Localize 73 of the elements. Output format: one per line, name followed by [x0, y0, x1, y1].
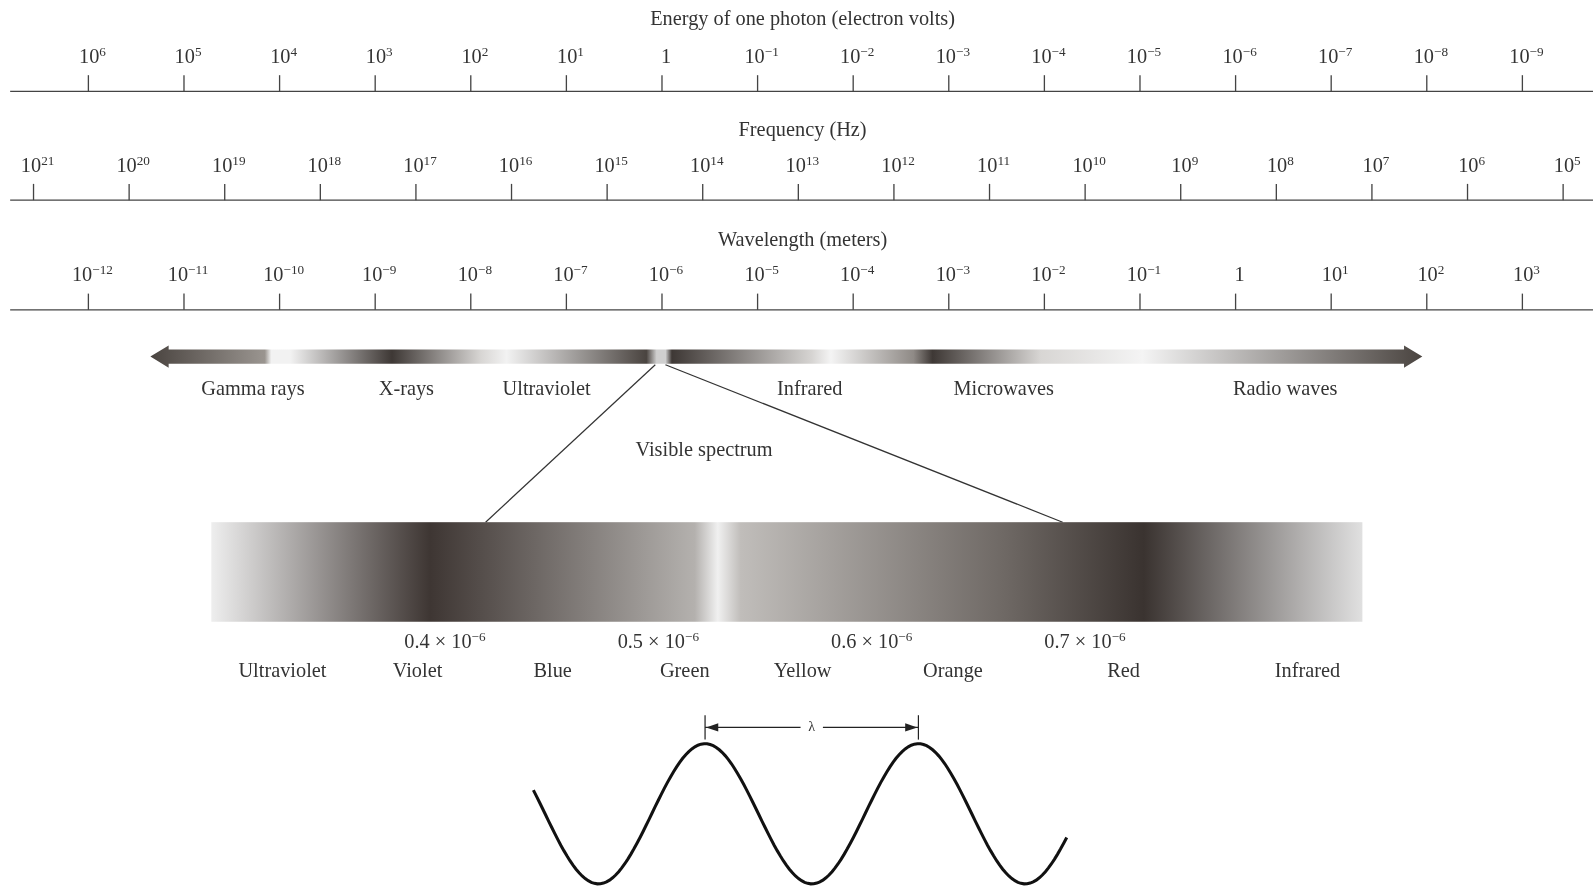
color-label: Red — [1107, 659, 1140, 680]
tick-label: 10$^{17}$ — [403, 154, 437, 175]
tick-label: 10$^{−1}$ — [1126, 264, 1162, 285]
wavelength-value: 0.5 × 10$^{−6}$ — [617, 630, 700, 652]
tick-label: 10$^{13}$ — [785, 154, 820, 175]
band-label: Radio waves — [1232, 377, 1338, 399]
tick-label: 10$^{−3}$ — [935, 264, 971, 285]
tick-label: 10$^{−10}$ — [263, 264, 305, 285]
wavelength-value: 0.6 × 10$^{−6}$ — [831, 630, 913, 652]
tick-label: 10$^{18}$ — [307, 154, 342, 175]
tick-label: 10$^{−7}$ — [553, 264, 588, 285]
tick-label: 10$^{−9}$ — [362, 264, 397, 285]
color-label: Yellow — [773, 659, 832, 680]
color-label: Violet — [392, 659, 443, 680]
tick-label: 10$^{15}$ — [594, 154, 628, 175]
tick-label: 10$^{−6}$ — [1222, 45, 1257, 67]
band-label: Infrared — [777, 377, 843, 399]
color-label: Green — [659, 659, 710, 680]
tick-label: 10$^{5}$ — [174, 45, 202, 67]
tick-label: 10$^{−9}$ — [1509, 45, 1544, 67]
tick-label: 10$^{14}$ — [690, 154, 724, 175]
tick-label: 10$^{−8}$ — [457, 264, 493, 285]
tick-label: 10$^{−2}$ — [840, 45, 875, 67]
color-label: Infrared — [1274, 659, 1341, 680]
tick-label: 10$^{−5}$ — [744, 264, 779, 285]
tick-label: 10$^{3}$ — [1513, 264, 1540, 285]
tick-label: 10$^{−1}$ — [744, 45, 779, 67]
tick-label: 10$^{−7}$ — [1318, 45, 1353, 67]
tick-label: 10$^{11}$ — [977, 154, 1011, 175]
tick-label: 10$^{7}$ — [1362, 154, 1390, 175]
tick-label: 10$^{−2}$ — [1031, 264, 1066, 285]
tick-label: 10$^{−8}$ — [1413, 45, 1449, 67]
axis-title: Frequency (Hz) — [738, 118, 867, 140]
tick-label: 10$^{10}$ — [1072, 154, 1106, 175]
wavelength-value: 0.4 × 10$^{−6}$ — [404, 630, 486, 652]
band-label: Gamma rays — [201, 377, 305, 399]
axis-title: Wavelength (meters) — [717, 228, 888, 249]
tick-label: 10$^{2}$ — [1417, 264, 1445, 285]
wavelength-value: 0.7 × 10$^{−6}$ — [1044, 630, 1126, 652]
tick-label: 10$^{−3}$ — [935, 45, 971, 67]
tick-label: 10$^{16}$ — [498, 154, 533, 175]
color-label: Ultraviolet — [238, 659, 327, 680]
tick-label: 1 — [660, 45, 672, 67]
tick-label: 10$^{1}$ — [1321, 264, 1349, 285]
tick-label: 10$^{12}$ — [881, 154, 915, 175]
tick-label: 10$^{−4}$ — [1031, 45, 1066, 67]
tick-label: 10$^{−11}$ — [167, 264, 209, 285]
tick-label: 10$^{6}$ — [1458, 154, 1486, 175]
tick-label: 1 — [1234, 264, 1245, 285]
axis-title: Energy of one photon (electron volts) — [650, 8, 956, 29]
tick-label: 10$^{8}$ — [1266, 154, 1294, 175]
visible-spectrum-band — [211, 522, 1363, 622]
tick-label: 10$^{6}$ — [79, 45, 106, 67]
color-label: Orange — [923, 659, 983, 680]
tick-label: 10$^{2}$ — [461, 45, 489, 67]
tick-label: 10$^{5}$ — [1553, 154, 1581, 175]
tick-label: 10$^{3}$ — [365, 45, 393, 67]
tick-label: 10$^{21}$ — [20, 154, 55, 175]
tick-label: 10$^{1}$ — [557, 45, 584, 67]
tick-label: 10$^{20}$ — [116, 154, 150, 175]
color-label: Blue — [533, 659, 572, 680]
tick-label: 10$^{−12}$ — [71, 264, 113, 285]
band-label: Ultraviolet — [502, 377, 591, 399]
band-label: Microwaves — [953, 377, 1054, 399]
wavelength-symbol: λ — [808, 720, 816, 735]
tick-label: 10$^{−6}$ — [648, 264, 684, 285]
tick-label: 10$^{−4}$ — [840, 264, 875, 285]
tick-label: 10$^{19}$ — [212, 154, 246, 175]
band-label: X-rays — [378, 377, 435, 399]
section-label: Visible spectrum — [635, 438, 773, 460]
tick-label: 10$^{9}$ — [1171, 154, 1199, 175]
tick-label: 10$^{4}$ — [270, 45, 298, 67]
tick-label: 10$^{−5}$ — [1126, 45, 1162, 67]
